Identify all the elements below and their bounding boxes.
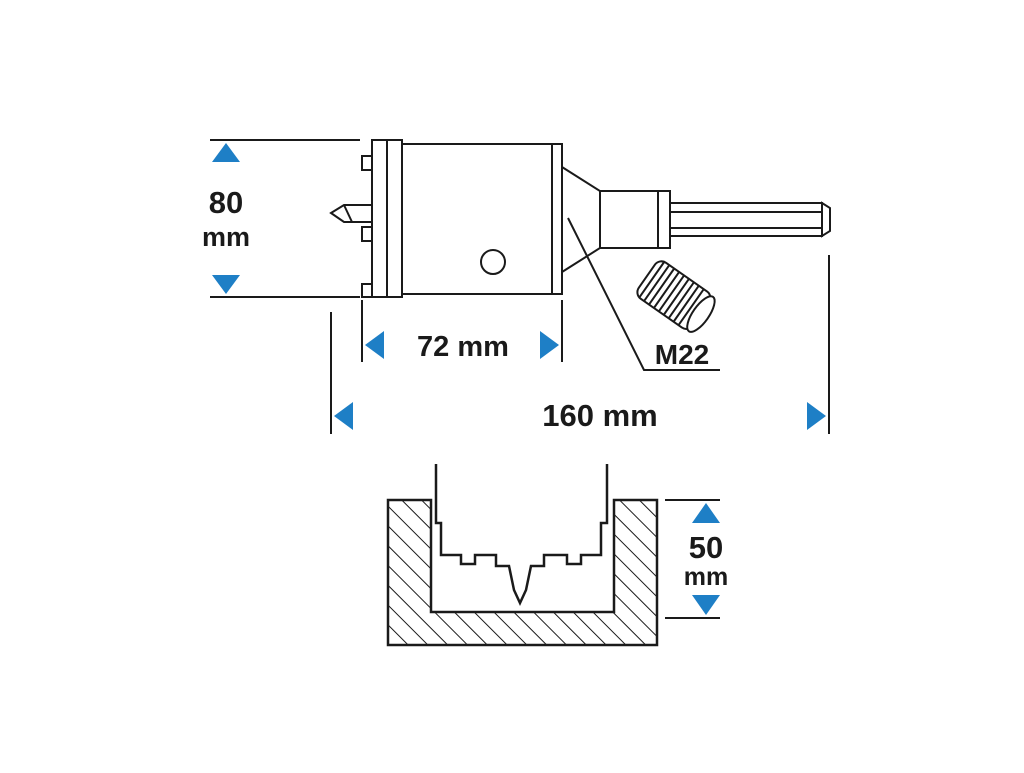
- arrow-down-icon: [692, 595, 720, 615]
- thread-line-4: [653, 271, 680, 309]
- total-length-dimension: 160 mm: [330, 255, 830, 434]
- arrow-up-icon: [692, 503, 720, 523]
- hex-shank: [669, 202, 823, 237]
- diameter-value: 80: [209, 185, 243, 220]
- pilot-drill-line: [343, 204, 353, 223]
- arrow-up-icon: [212, 143, 240, 162]
- saw-rim: [551, 143, 563, 295]
- saw-profile: [434, 464, 609, 606]
- depth-unit: mm: [684, 563, 728, 591]
- diameter-unit: mm: [202, 222, 250, 252]
- thread-line-5: [658, 274, 685, 313]
- arrow-down-icon: [212, 275, 240, 294]
- thread-line-1: [638, 261, 666, 299]
- depth-dimension: 50 mm: [665, 499, 728, 619]
- thread-adapter: [636, 260, 716, 333]
- saw-body: [401, 143, 553, 295]
- thread-callout: M22: [567, 217, 720, 371]
- cutting-length-dimension: 72 mm: [361, 300, 563, 363]
- thread-line-8: [672, 285, 700, 323]
- arrow-right-icon: [540, 331, 559, 359]
- thread-leader-line: [567, 217, 720, 371]
- arrow-left-icon: [365, 331, 384, 359]
- thread-line-2: [643, 264, 671, 302]
- thread-line-7: [667, 281, 695, 319]
- ejection-hole: [480, 249, 506, 275]
- collar-ring: [657, 190, 671, 249]
- thread-end: [686, 295, 716, 333]
- hole-saw: [329, 139, 831, 298]
- arrow-right-icon: [807, 402, 826, 430]
- thread-line-6: [662, 278, 690, 316]
- shank-tip: [821, 201, 831, 238]
- diameter-dimension: 80 mm: [202, 139, 360, 298]
- depth-section: [386, 464, 659, 647]
- total-length-label: 160 mm: [542, 398, 657, 433]
- cutting-length-label: 72 mm: [417, 331, 509, 363]
- thread-line-9: [677, 288, 705, 326]
- thread-line-3: [648, 267, 676, 306]
- arrow-left-icon: [334, 402, 353, 430]
- depth-value: 50: [689, 530, 723, 565]
- adapter-collar: [599, 190, 659, 249]
- thread-label: M22: [655, 339, 709, 370]
- hatched-material: [386, 498, 659, 647]
